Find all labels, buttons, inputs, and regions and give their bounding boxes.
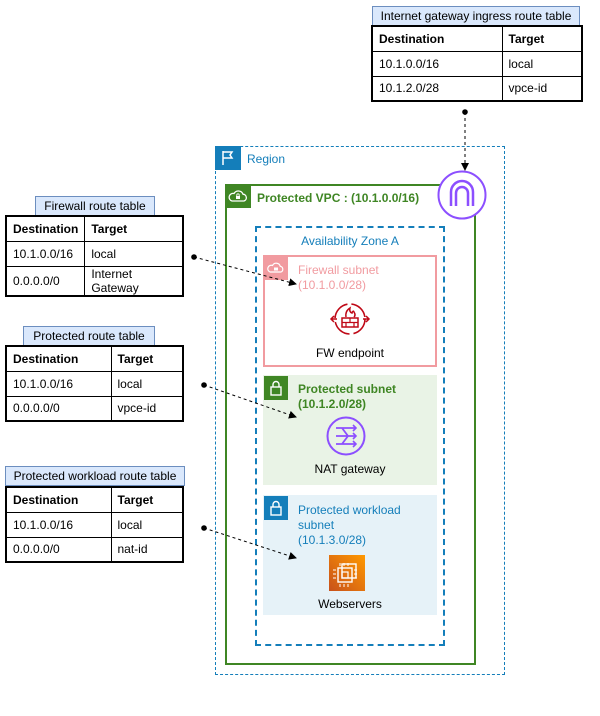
table-cell: local: [84, 240, 184, 267]
table-cell: 10.1.0.0/16: [5, 240, 86, 267]
table-cell: local: [110, 370, 184, 397]
table-cell: 10.1.0.0/16: [5, 370, 112, 397]
table-row: 0.0.0.0/0 vpce-id: [5, 395, 184, 422]
workload-subnet-cidr: (10.1.3.0/28): [298, 533, 367, 547]
lock-icon: [264, 496, 288, 520]
table-row: 0.0.0.0/0 nat-id: [5, 536, 184, 563]
table-cell: local: [110, 511, 184, 538]
table-header-row: Destination Target: [5, 486, 184, 513]
firewall-subnet-icon: [264, 256, 288, 280]
table-row: 10.1.0.0/16 local: [5, 511, 184, 538]
availability-zone-label: Availability Zone A: [301, 234, 399, 248]
table-cell: 10.1.2.0/28: [371, 75, 503, 102]
table-header: Target: [110, 345, 184, 372]
table-header: Target: [84, 215, 184, 242]
table-header: Destination: [5, 345, 112, 372]
ec2-instances-icon: [329, 555, 365, 591]
vpc-container: [225, 184, 476, 665]
workload-route-table-title: Protected workload route table: [5, 466, 185, 486]
protected-route-table-title: Protected route table: [23, 326, 155, 346]
table-header-row: Destination Target: [371, 25, 583, 52]
table-row: 10.1.0.0/16 local: [5, 240, 184, 267]
flag-icon: [215, 146, 241, 170]
table-row: 10.1.0.0/16 local: [5, 370, 184, 397]
nat-gateway-label: NAT gateway: [314, 462, 386, 476]
table-header: Destination: [5, 486, 112, 513]
igw-route-table-title: Internet gateway ingress route table: [372, 6, 580, 26]
table-row: 0.0.0.0/0 Internet Gateway: [5, 265, 184, 296]
table-cell: 0.0.0.0/0: [5, 536, 112, 563]
table-cell: vpce-id: [110, 395, 184, 422]
protected-subnet-name: Protected subnet: [298, 382, 397, 396]
table-header: Target: [110, 486, 184, 513]
table-header-row: Destination Target: [5, 345, 184, 372]
table-cell: nat-id: [110, 536, 184, 563]
table-cell: 10.1.0.0/16: [5, 511, 112, 538]
table-cell: 0.0.0.0/0: [5, 265, 86, 296]
table-cell: 0.0.0.0/0: [5, 395, 112, 422]
firewall-route-table-title: Firewall route table: [35, 196, 155, 216]
table-row: 10.1.2.0/28 vpce-id: [371, 75, 583, 102]
table-cell: vpce-id: [501, 75, 583, 102]
table-cell: local: [501, 50, 583, 77]
firewall-route-table: Destination Target 10.1.0.0/16 local 0.0…: [5, 215, 184, 297]
firewall-subnet-name: Firewall subnet: [298, 263, 379, 277]
fw-endpoint-label: FW endpoint: [315, 346, 385, 360]
nat-gateway-icon: [326, 416, 366, 456]
webservers-label: Webservers: [318, 597, 382, 611]
workload-subnet-name: Protected workload: [298, 503, 401, 517]
table-header-row: Destination Target: [5, 215, 184, 242]
igw-route-table: Destination Target 10.1.0.0/16 local 10.…: [371, 25, 583, 102]
vpc-label: Protected VPC : (10.1.0.0/16): [257, 191, 420, 205]
region-label: Region: [247, 152, 286, 166]
table-cell: Internet Gateway: [84, 265, 184, 296]
protected-subnet-cidr: (10.1.2.0/28): [298, 397, 367, 411]
cloud-lock-icon: [225, 184, 251, 208]
internet-gateway-icon: [437, 170, 487, 220]
table-cell: 10.1.0.0/16: [371, 50, 503, 77]
table-header: Target: [501, 25, 583, 52]
firewall-subnet-cidr: (10.1.0.0/28): [298, 278, 367, 292]
network-firewall-icon: [328, 299, 372, 339]
workload-route-table: Destination Target 10.1.0.0/16 local 0.0…: [5, 486, 184, 563]
workload-subnet-name-2: subnet: [298, 518, 335, 532]
table-row: 10.1.0.0/16 local: [371, 50, 583, 77]
table-header: Destination: [5, 215, 86, 242]
protected-route-table: Destination Target 10.1.0.0/16 local 0.0…: [5, 345, 184, 422]
lock-icon: [264, 376, 288, 400]
table-header: Destination: [371, 25, 503, 52]
availability-zone-container: [255, 226, 445, 646]
